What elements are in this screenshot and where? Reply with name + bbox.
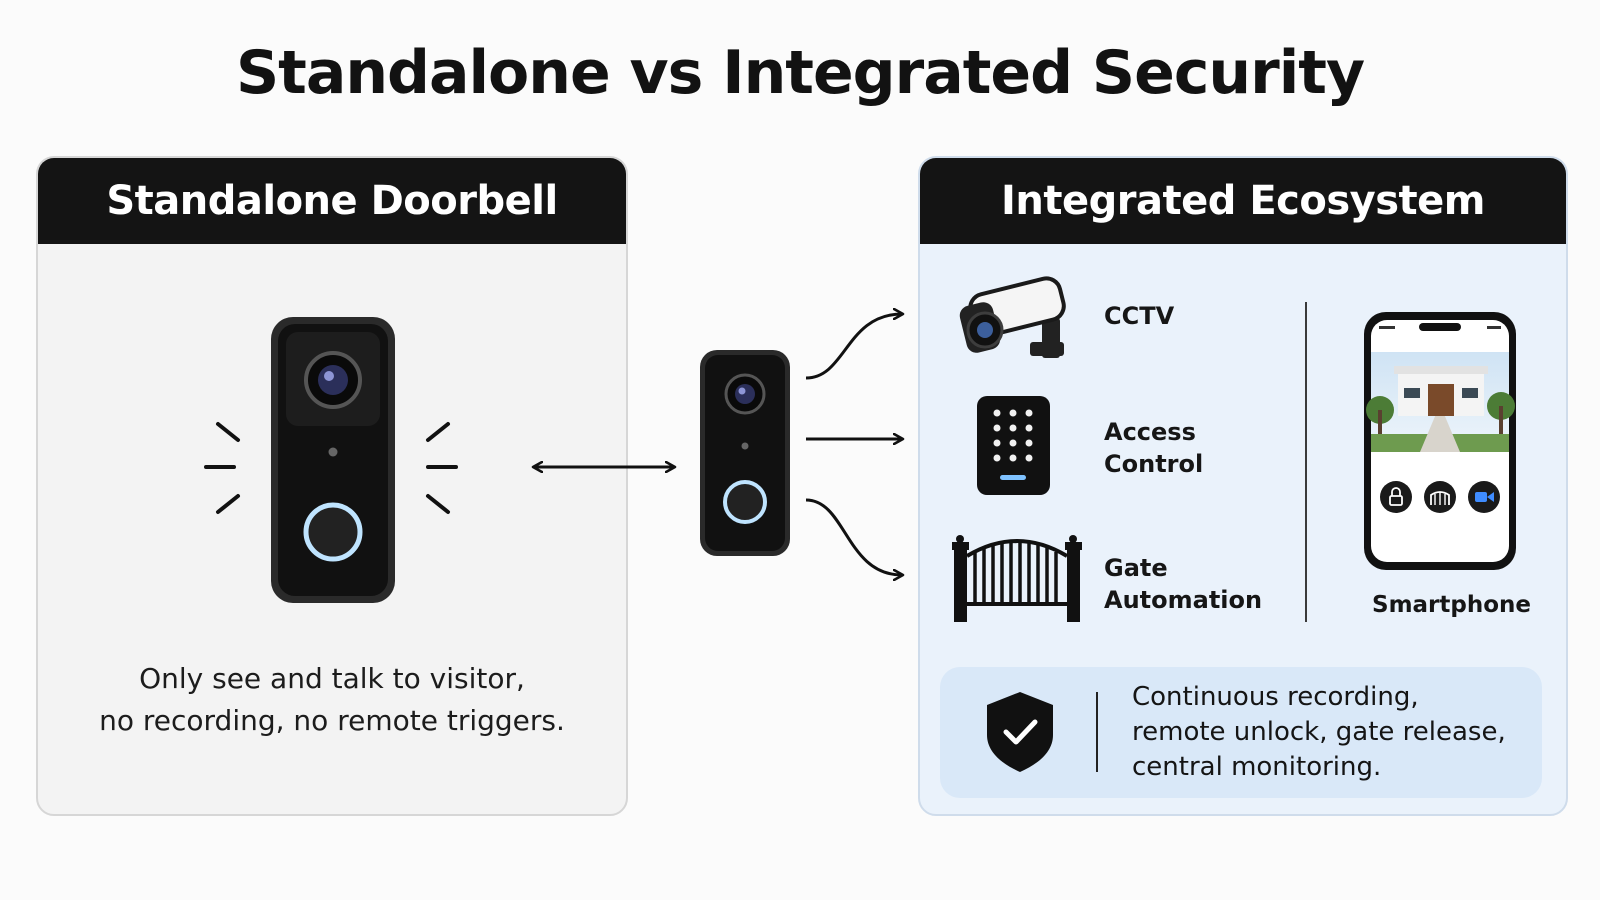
page-title: Standalone vs Integrated Security — [235, 38, 1365, 108]
standalone-caption: Only see and talk to visitor, no recordi… — [99, 662, 565, 737]
app-video-button — [1468, 481, 1500, 513]
doorbell-large-icon — [271, 317, 395, 603]
gate-automation-label: Gate Automation — [1104, 554, 1263, 614]
access-control-label: Access Control — [1104, 418, 1204, 478]
app-gate-button — [1424, 481, 1456, 513]
smartphone-icon — [1364, 312, 1516, 570]
benefit-text: Continuous recording, remote unlock, gat… — [1132, 682, 1506, 782]
arrow-to-cctv — [805, 314, 902, 380]
arrow-to-gate — [805, 498, 902, 575]
app-lock-button — [1380, 481, 1412, 513]
cctv-camera-icon — [959, 276, 1066, 358]
gate-icon — [952, 535, 1082, 622]
ecosystem-divider — [1305, 302, 1307, 622]
benefit-divider — [1096, 692, 1098, 772]
ringing-lines-icon — [204, 422, 458, 514]
keypad-icon — [977, 396, 1050, 495]
integrated-panel-header: Integrated Ecosystem — [920, 158, 1566, 244]
cctv-label: CCTV — [1104, 302, 1175, 330]
smartphone-label: Smartphone — [1372, 592, 1532, 618]
shield-check-icon — [987, 692, 1053, 772]
doorbell-small-icon — [700, 350, 790, 556]
standalone-panel-header: Standalone Doorbell — [38, 158, 626, 244]
